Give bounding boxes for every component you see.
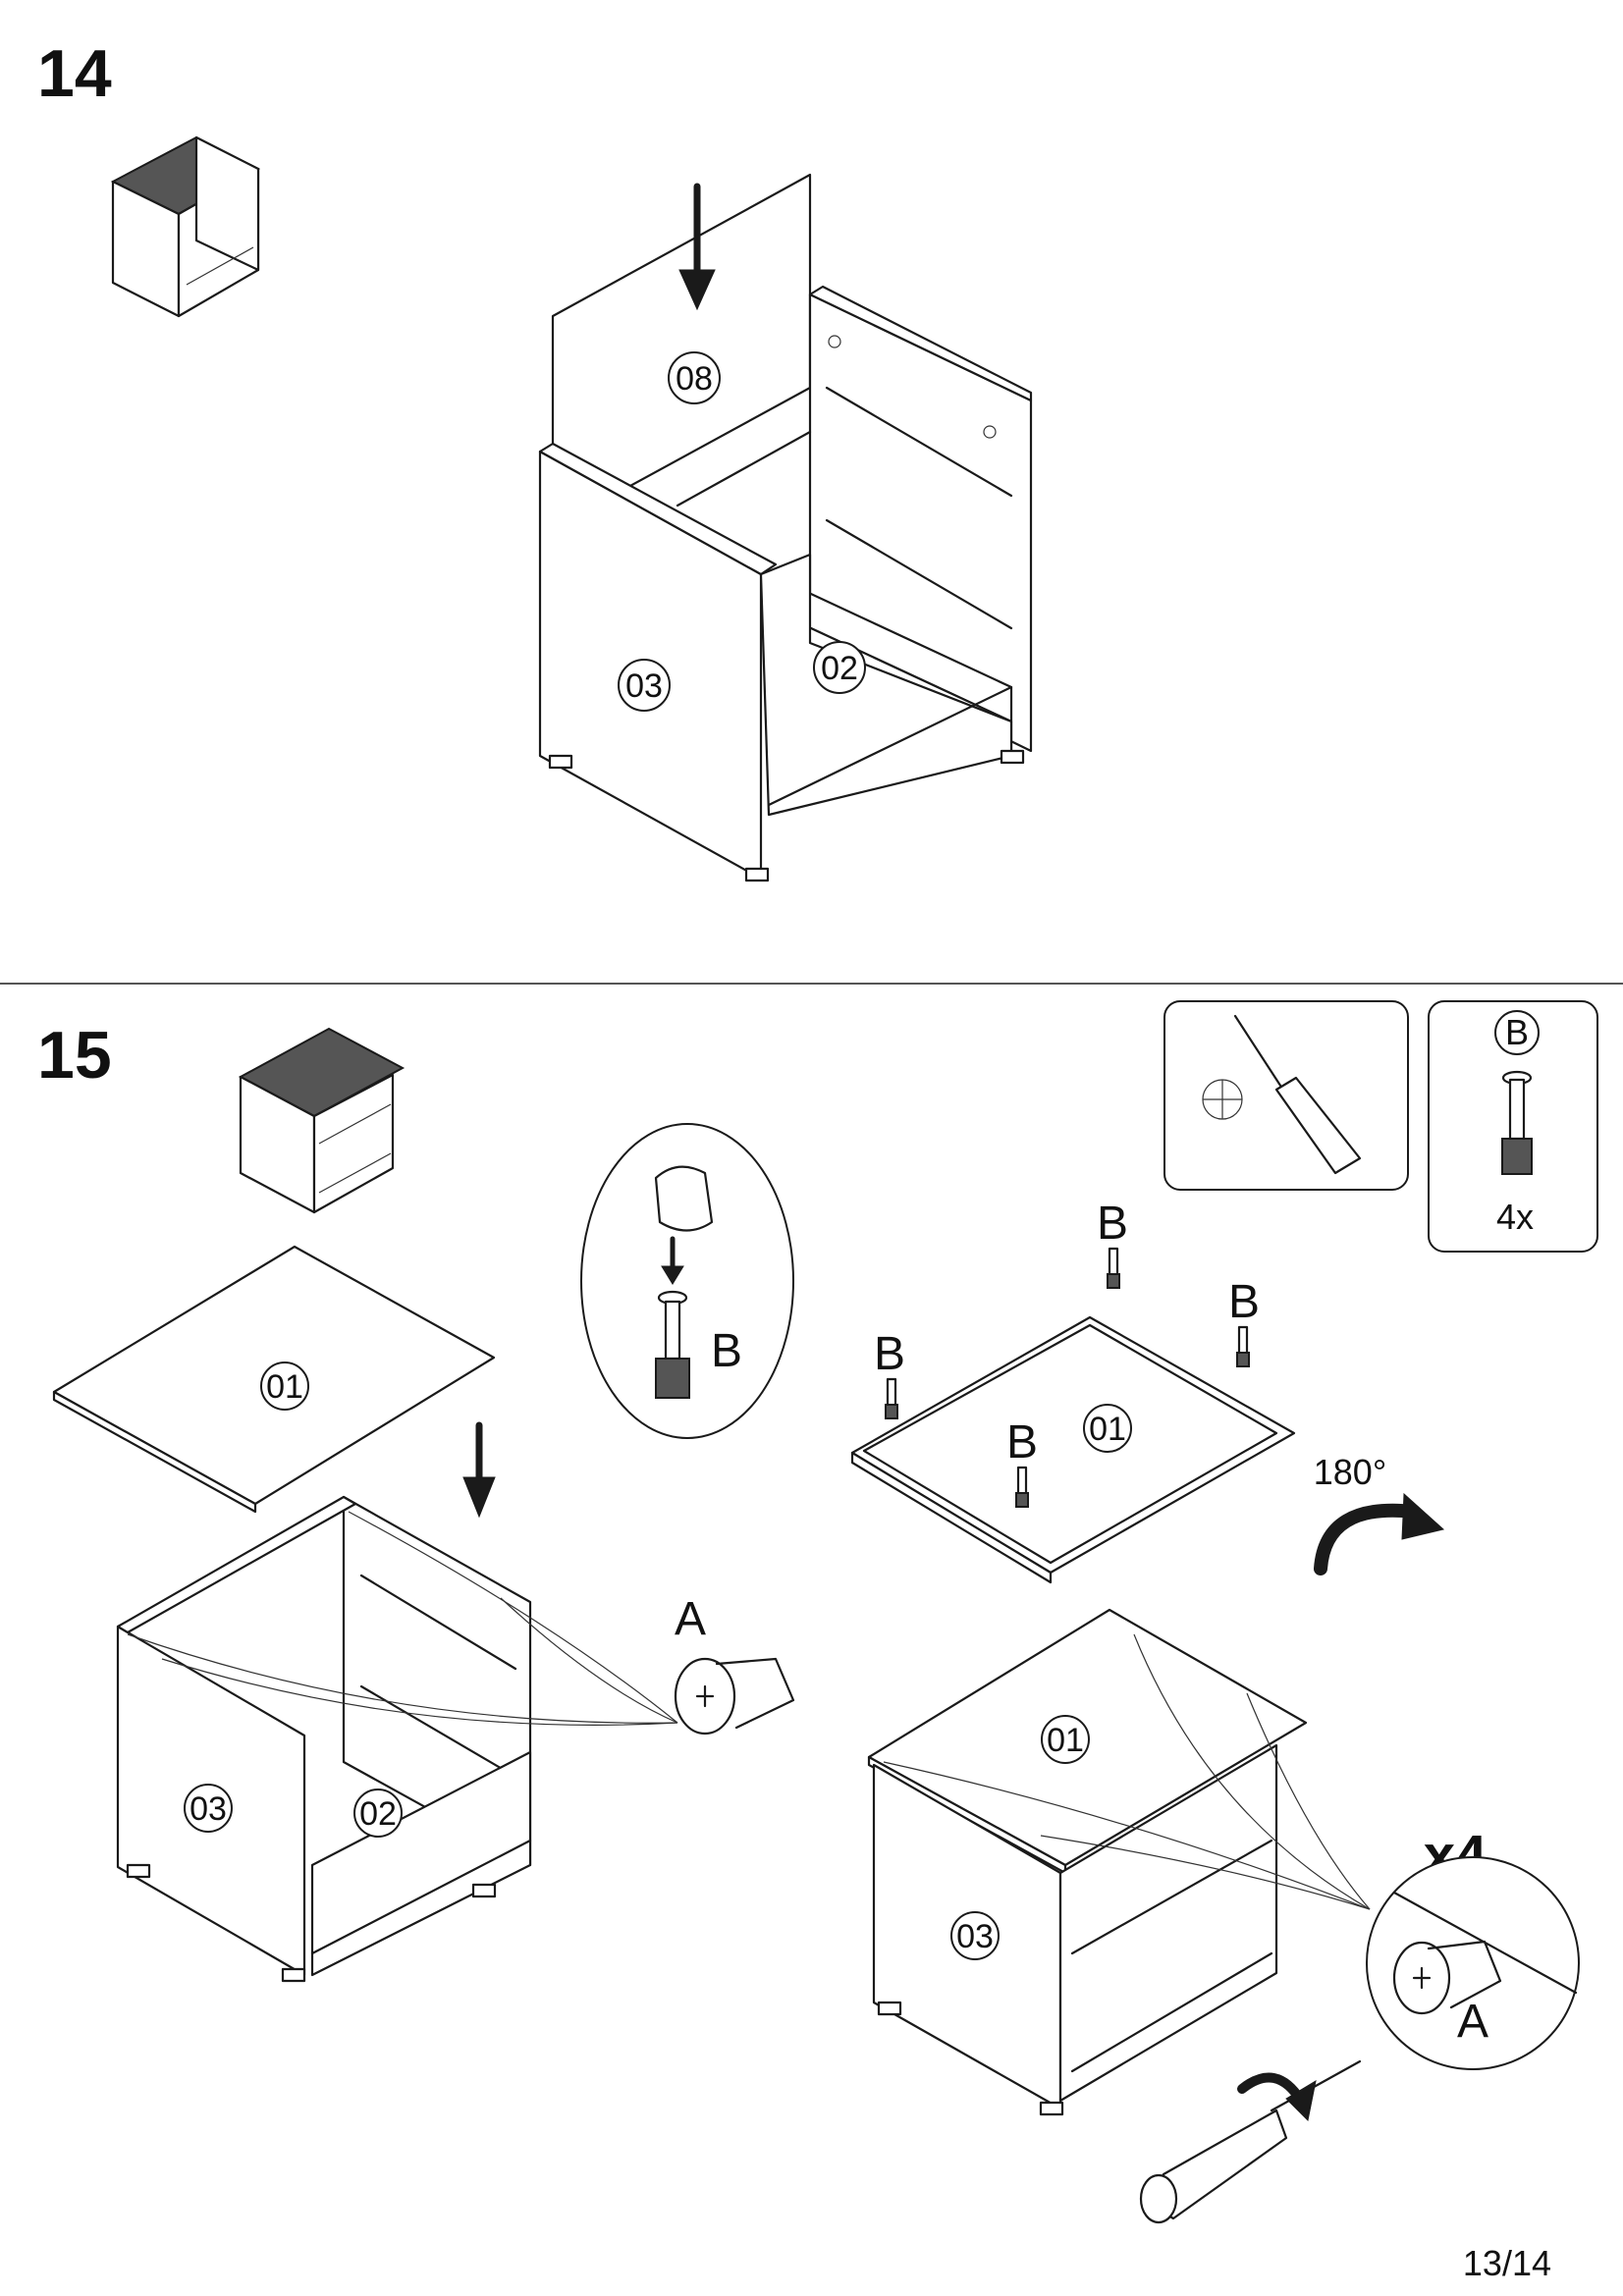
hardware-label-b-callout: B [711,1325,742,1377]
tool-box [1163,1000,1409,1191]
hardware-label-a1: A [675,1593,706,1645]
page-number: 13/14 [1463,2243,1551,2283]
hardware-count: 4x [1496,1197,1534,1237]
pin-b-2 [1236,1325,1250,1367]
pin-label-4: B [1006,1416,1038,1468]
part-label-03b: 03 [956,1918,994,1955]
step-14-assembly: 08 03 02 [538,173,1033,882]
flipped-top-panel: 01 B B B B [850,1198,1296,1584]
pin-label-2: B [1228,1276,1260,1328]
pin-b-1 [1107,1247,1120,1289]
top-panel-floating: 01 [52,1245,496,1514]
hardware-box-label: B [1505,1012,1529,1052]
pin-b-3 [885,1377,898,1419]
magnifier-pin-b: B [580,1123,794,1439]
part-label-01a: 01 [266,1368,303,1406]
magnifier-cam-lock: A [1366,1856,1580,2070]
part-label-02: 02 [821,650,858,687]
cam-pin-icon [1501,1070,1533,1175]
cam-lock-a-left: A [674,1593,795,1735]
pin-b-4 [1015,1466,1029,1508]
screwdriver-icon [1202,1014,1362,1175]
pin-label-3: B [874,1328,905,1380]
hardware-box-b: B 4x [1428,1000,1598,1253]
part-label-03: 03 [625,667,663,705]
pin-label-1: B [1097,1198,1128,1250]
rotation-label: 180° [1314,1452,1386,1492]
step-15-thumbnail [238,1027,406,1214]
part-label-01b: 01 [1089,1411,1126,1448]
hardware-label-a2: A [1457,1996,1488,2048]
rotate-180-icon: 180° [1314,1452,1445,1575]
part-label-03a: 03 [189,1790,227,1828]
step-15-number: 15 [37,1018,112,1093]
step-14-number: 14 [37,36,112,111]
right-cabinet: 01 03 [867,1608,1371,2116]
step-14-thumbnail [110,135,261,318]
part-label-01c: 01 [1047,1722,1084,1759]
screwdriver-turning-icon [1139,2059,1362,2224]
part-label-02a: 02 [359,1795,397,1833]
part-label-08: 08 [676,360,713,398]
left-cabinet: 03 02 [116,1495,678,1983]
